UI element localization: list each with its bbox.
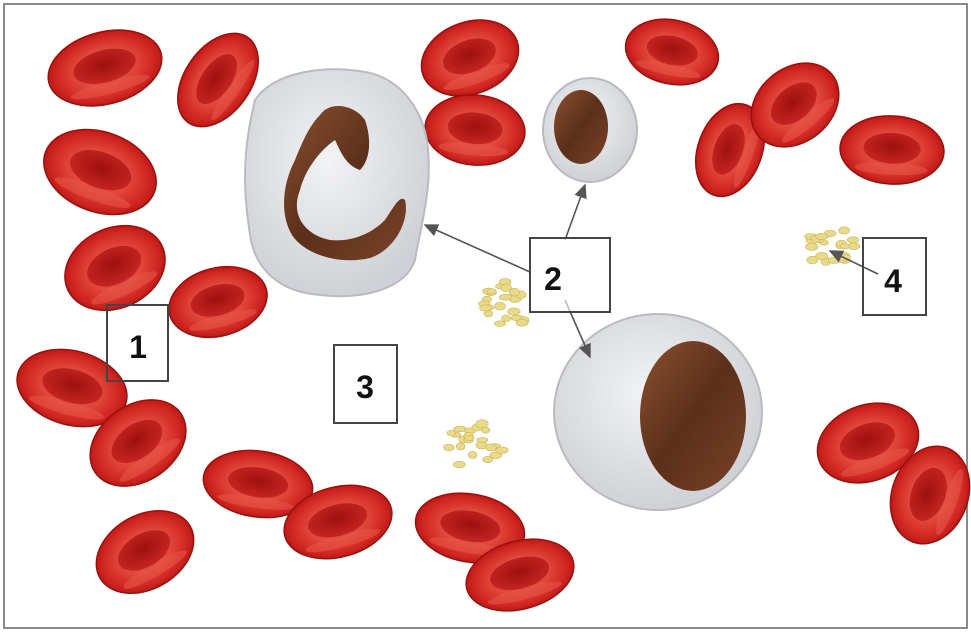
white-blood-cell-large bbox=[554, 314, 762, 510]
white-blood-cell-small bbox=[543, 78, 637, 182]
white-blood-cell-icon bbox=[245, 69, 429, 296]
nucleus bbox=[640, 341, 746, 491]
label-box-2: 2 bbox=[530, 238, 610, 312]
label-1: 1 bbox=[129, 329, 147, 365]
nucleus bbox=[554, 90, 608, 164]
label-3: 3 bbox=[356, 369, 374, 405]
white-blood-cell-neutrophil bbox=[245, 69, 429, 296]
label-4: 4 bbox=[884, 263, 902, 299]
label-2: 2 bbox=[544, 261, 562, 297]
